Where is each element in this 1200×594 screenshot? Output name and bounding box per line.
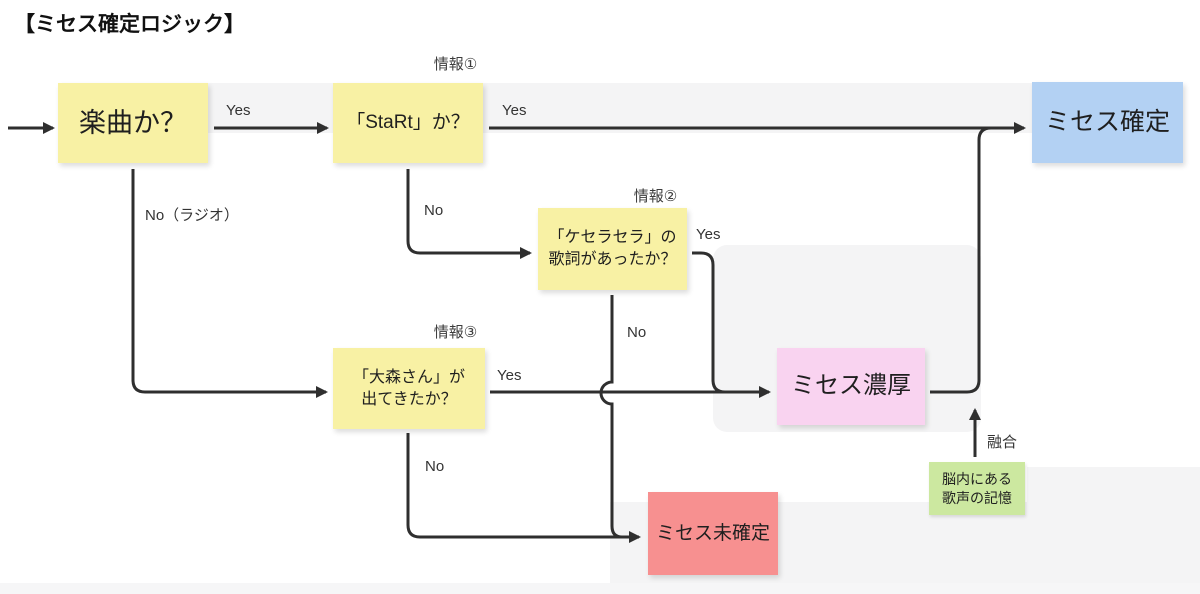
node-noukou-label: ミセス濃厚 (791, 372, 911, 400)
edge-label-no-omori: No (425, 458, 445, 475)
node-mikakutei-label: ミセス未確定 (655, 522, 770, 544)
info-label-1: 情報① (433, 56, 478, 73)
edge-noukou-to-kakutei (930, 126, 992, 394)
edge-label-yes-kesera: Yes (696, 226, 721, 243)
edge-label-yes-omori: Yes (497, 367, 522, 384)
node-omori-line1: 「大森さん」が (352, 368, 465, 386)
node-kakutei: ミセス確定 (1032, 82, 1183, 163)
info-label-2: 情報② (633, 188, 678, 205)
node-start-song: 「StaRt」か？ (333, 83, 483, 163)
node-nounai-line1: 脳内にある (942, 470, 1012, 487)
flowchart-title: 【ミセス確定ロジック】 (14, 13, 245, 36)
edge-label-yes-gakkyoku: Yes (226, 102, 251, 119)
node-start-song-label: 「StaRt」か？ (346, 112, 470, 134)
node-kesera-line2: 歌詞があったか？ (548, 251, 677, 268)
node-gakkyoku: 楽曲か？ (58, 83, 208, 163)
info-label-3: 情報③ (433, 324, 478, 341)
node-omori-line2: 出てきたか？ (361, 390, 457, 408)
node-gakkyoku-label: 楽曲か？ (79, 107, 187, 138)
node-nounai: 脳内にある 歌声の記憶 (929, 462, 1025, 515)
edge-label-yugo: 融合 (987, 434, 1018, 451)
node-mikakutei: ミセス未確定 (648, 492, 778, 575)
node-nounai-line2: 歌声の記憶 (942, 489, 1012, 506)
node-kakutei-label: ミセス確定 (1044, 107, 1170, 136)
edge-omori-no (406, 433, 641, 543)
node-kesera: 「ケセラセラ」の 歌詞があったか？ (538, 208, 687, 290)
edge-start-no (406, 169, 532, 259)
edge-label-no-start: No (424, 202, 444, 219)
edge-label-yes-start: Yes (502, 102, 527, 119)
bg-band-footer (0, 583, 1200, 594)
node-omori: 「大森さん」が 出てきたか？ (333, 348, 485, 429)
edge-kesera-yes (692, 251, 726, 394)
node-noukou: ミセス濃厚 (777, 348, 925, 425)
edge-label-no-radio: No（ラジオ） (145, 207, 239, 224)
edge-gakkyoku-no (131, 169, 328, 398)
edge-label-no-kesera: No (627, 324, 647, 341)
bg-band-top (60, 83, 1032, 133)
edge-kesera-no (599, 295, 623, 539)
node-kesera-line1: 「ケセラセラ」の (548, 229, 677, 247)
